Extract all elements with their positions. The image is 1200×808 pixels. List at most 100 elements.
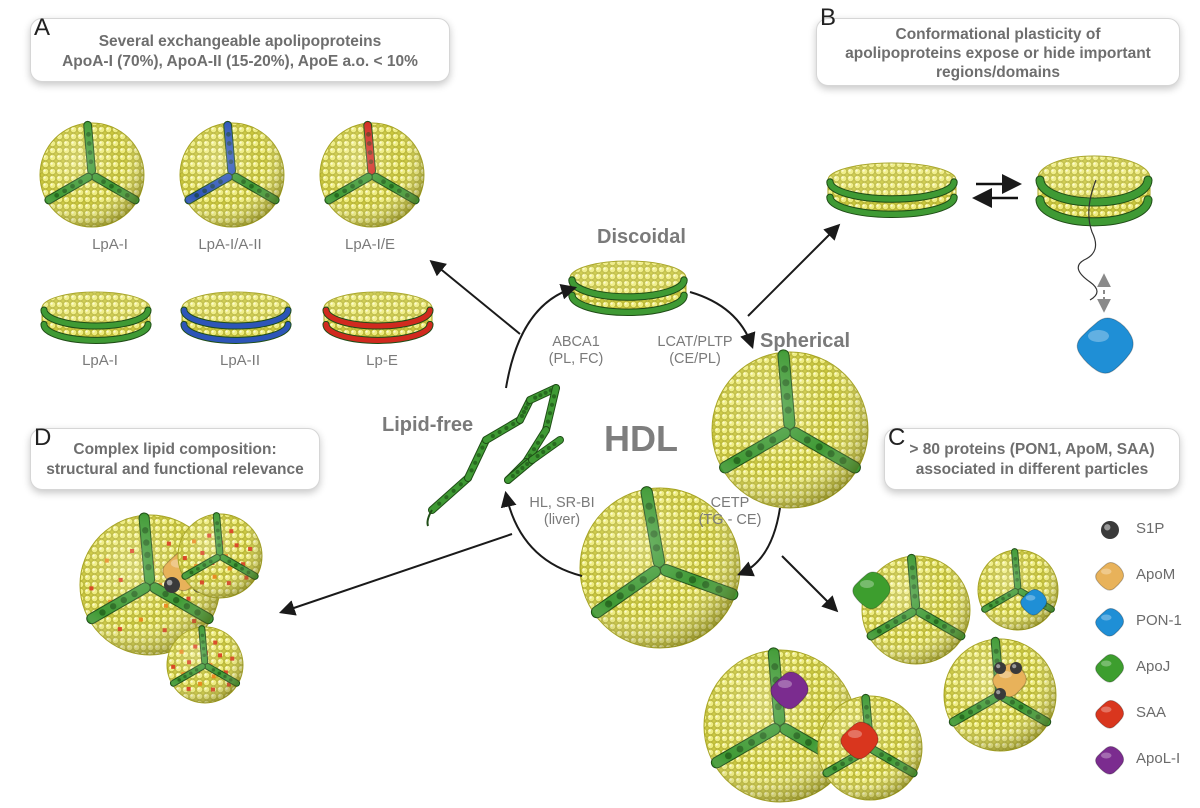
particles-layer [39, 120, 1153, 803]
pon1-icon [1095, 607, 1125, 637]
arrow-to-panel-a [429, 259, 521, 335]
process-hl-line-1: HL, SR-BI [529, 495, 595, 511]
panel-c-pon1 [1020, 588, 1048, 616]
panel-b-box: Conformational plasticity of apolipoprot… [816, 18, 1180, 86]
panel-c-s1p-1 [994, 662, 1006, 674]
panel-b-disc-open [1035, 155, 1153, 227]
hdl-title: HDL [604, 418, 678, 459]
lpa-i-sphere [39, 120, 145, 228]
panel-b-disc-closed [826, 162, 958, 219]
panel-b-line-1: Conformational plasticity of [895, 26, 1101, 43]
panel-c-sphere-apol [703, 647, 857, 803]
legend-label: ApoL-I [1136, 750, 1181, 767]
process-lcat-line-2: (CE/PL) [669, 351, 721, 367]
s1p-icon-shape [1101, 521, 1119, 539]
arrow-to-panel-d [278, 533, 513, 616]
process-lcat-pltp: LCAT/PLTP (CE/PL) [640, 334, 750, 368]
panel-d-box: Complex lipid composition: structural an… [30, 428, 320, 490]
legend-item: S1P [1090, 510, 1170, 550]
arrow-to-panel-b [747, 223, 841, 317]
panel-c-letter: C [888, 424, 906, 451]
panel-d-letter: D [34, 424, 52, 451]
lpa-ii-disc [180, 291, 292, 344]
panel-b-binding-protein [1076, 317, 1134, 374]
lpa-i-disc [40, 291, 152, 344]
legend-label: SAA [1136, 704, 1167, 721]
panel-a-letter: A [34, 14, 51, 41]
process-abca1-line-1: ABCA1 [552, 334, 600, 350]
apol-icon [1095, 745, 1125, 775]
label-lpa-i-spherical: LpA-I [92, 236, 128, 253]
panel-c-apoj [852, 571, 891, 610]
process-hl-line-2: (liver) [543, 512, 581, 528]
stage-discoidal: Discoidal [597, 226, 686, 248]
panel-c-sphere-pon1 [977, 548, 1059, 631]
panel-d-s1p-1 [164, 577, 180, 593]
panel-c-apol [770, 671, 809, 710]
saa-icon [1095, 699, 1125, 729]
panel-d-line-1: Complex lipid composition: [73, 441, 277, 458]
legend-label: ApoM [1136, 566, 1176, 583]
mature-hdl [579, 486, 741, 649]
arrow-lipidfree-to-discoidal [505, 283, 578, 389]
panel-a-line-1: Several exchangeable apolipoproteins [98, 33, 382, 50]
arrow-mature-to-lipidfree [500, 490, 583, 577]
label-lpa-i-e-spherical: LpA-I/E [344, 236, 396, 253]
process-hl-sr-bi: HL, SR-BI (liver) [510, 495, 614, 529]
panel-d-sphere-top [177, 512, 263, 599]
legend-item: ApoL-I [1090, 740, 1180, 780]
exposed-domain-loop [1077, 179, 1111, 313]
panel-c-line-2: associated in different particles [915, 461, 1149, 478]
label-lp-e-discoidal: Lp-E [366, 352, 398, 369]
label-lpa-ii-discoidal: LpA-II [219, 352, 261, 369]
lp-e-disc [322, 291, 434, 344]
legend-label: PON-1 [1136, 612, 1182, 629]
legend-item: PON-1 [1090, 602, 1182, 642]
panel-c-box: > 80 proteins (PON1, ApoM, SAA) associat… [884, 428, 1180, 490]
panel-b-line-3: regions/domains [935, 64, 1061, 81]
legend-item: ApoJ [1090, 648, 1170, 688]
arrow-to-panel-c [781, 555, 839, 613]
apoj-icon-shape [1095, 653, 1125, 683]
spherical-hdl [711, 349, 869, 509]
lpa-i-a-ii-sphere [179, 120, 285, 228]
panel-a-line-2: ApoA-I (70%), ApoA-II (15-20%), ApoE a.o… [62, 53, 418, 70]
stage-lipid-free: Lipid-free [382, 414, 474, 436]
arrows-layer [278, 174, 1022, 616]
apol-icon-shape [1095, 745, 1125, 775]
panel-d-line-2: structural and functional relevance [46, 461, 304, 478]
label-lpa-i-discoidal: LpA-I [82, 352, 118, 369]
apoj-icon [1095, 653, 1125, 683]
stage-spherical: Spherical [760, 330, 851, 352]
legend-item: SAA [1090, 694, 1170, 734]
arrow-discoidal-to-spherical [689, 291, 756, 350]
panel-d-sphere-bottom [166, 625, 244, 704]
process-lcat-line-1: LCAT/PLTP [657, 334, 733, 350]
lipid-free-apoa-i [426, 384, 564, 527]
label-lpa-i-a-ii-spherical: LpA-I/A-II [198, 236, 262, 253]
saa-icon-shape [1095, 699, 1125, 729]
panel-b-letter: B [820, 4, 837, 31]
pon1-icon-shape [1095, 607, 1125, 637]
lpa-i-e-sphere [319, 120, 425, 228]
process-abca1-line-2: (PL, FC) [548, 351, 604, 367]
equilibrium-arrows [972, 174, 1022, 208]
process-cetp: CETP (TG - CE) [682, 495, 778, 529]
panel-a-box: Several exchangeable apolipoproteins Apo… [30, 18, 450, 82]
panel-c-s1p-2 [1010, 662, 1022, 674]
legend-label: S1P [1136, 520, 1165, 537]
discoidal-hdl [568, 260, 688, 316]
process-abca1: ABCA1 (PL, FC) [536, 334, 616, 368]
panel-c-line-1: > 80 proteins (PON1, ApoM, SAA) [909, 441, 1155, 458]
process-cetp-line-2: (TG - CE) [698, 512, 762, 528]
panel-c-sphere-apoj [861, 553, 971, 665]
panel-c-s1p-3 [994, 688, 1006, 700]
panel-c-saa [840, 721, 879, 760]
process-cetp-line-1: CETP [710, 495, 750, 511]
panel-b-line-2: apolipoproteins expose or hide important [845, 45, 1151, 62]
arrow-spherical-to-mature [737, 507, 781, 577]
apom-icon-shape [1095, 561, 1125, 591]
